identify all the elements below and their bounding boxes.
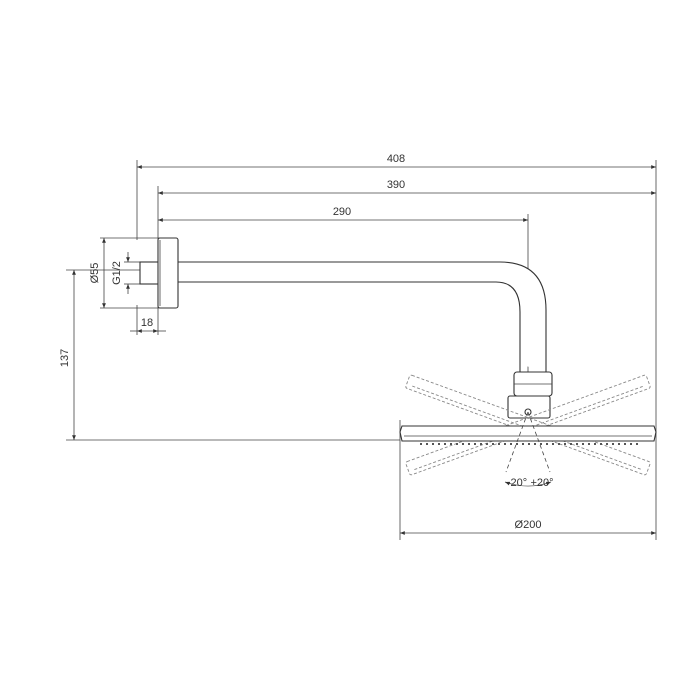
dimension-137-label: 137 — [59, 349, 71, 367]
dimension-flange-diameter: Ø55 — [89, 238, 106, 308]
tilt-right-label: +20° — [530, 477, 553, 489]
dimension-390: 390 — [158, 179, 656, 195]
extension-lines — [66, 160, 657, 540]
shower-head — [399, 425, 657, 445]
dimension-137: 137 — [59, 270, 76, 440]
head-diameter-label: Ø200 — [515, 519, 542, 531]
dimension-390-label: 390 — [387, 179, 405, 191]
thread-label: G1/2 — [111, 261, 123, 285]
dimension-290-label: 290 — [333, 206, 351, 218]
dimension-thread: G1/2 — [111, 252, 140, 294]
dimension-408: 408 — [137, 153, 656, 169]
dimension-18-label: 18 — [141, 317, 153, 329]
wall-flange — [139, 237, 179, 309]
dimension-head-diameter: Ø200 — [400, 519, 656, 535]
dimension-18: 18 — [130, 317, 166, 333]
flange-diameter-label: Ø55 — [89, 263, 101, 284]
tilt-angle-indicator: -20° +20° — [504, 411, 554, 489]
dimension-290: 290 — [158, 206, 528, 222]
swivel-joint — [507, 371, 553, 419]
tilt-left-label: -20° — [507, 477, 527, 489]
dimension-408-label: 408 — [387, 153, 405, 165]
shower-arm — [178, 261, 547, 372]
